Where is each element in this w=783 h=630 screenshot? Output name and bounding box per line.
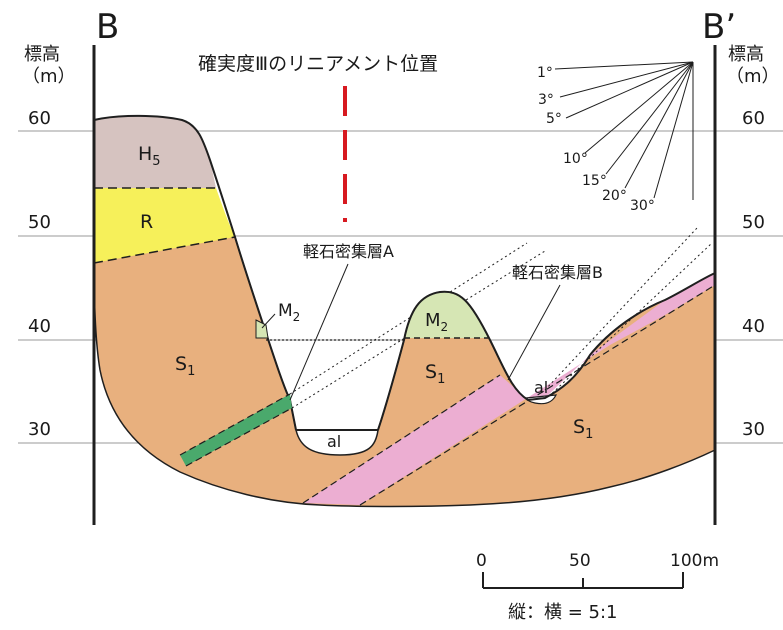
tick-right-40: 40: [742, 316, 765, 337]
pumice-layer-b-bottom: [359, 284, 716, 506]
label-s1-right-sub: 1: [585, 427, 593, 442]
unit-r-fill: [94, 188, 235, 263]
dip-line-20: [624, 61, 694, 189]
left-axis-title-line1: 標高: [24, 44, 60, 65]
dip-label-1: 1°: [537, 65, 553, 81]
scale-ratio: 縦：横 = 5:1: [508, 602, 618, 623]
boundary-r-s1: [93, 236, 236, 264]
scale-bar: [482, 572, 684, 589]
unit-m2-left-fill: [255, 319, 269, 339]
dip-label-30: 30°: [630, 198, 655, 214]
label-s1-right: S1: [573, 416, 593, 442]
lineament-title: 確実度Ⅲのリニアメント位置: [198, 53, 438, 75]
pumice-layer-b-top: [302, 374, 501, 504]
dip-line-30: [653, 61, 694, 199]
dip-line-15: [605, 61, 694, 175]
label-m2-hill-sub: 2: [441, 320, 449, 334]
callout-layer-a: 軽石密集層A: [303, 242, 394, 261]
dip-label-5: 5°: [546, 111, 562, 127]
tick-left-60: 60: [28, 108, 51, 129]
left-hill-outline: [93, 114, 297, 431]
label-s1-left-sub: 1: [187, 364, 195, 379]
dip-label-3: 3°: [538, 92, 554, 108]
dip-line-3: [559, 61, 694, 98]
label-s1-left: S1: [175, 353, 195, 379]
right-terrain-outline: [377, 272, 716, 431]
dip-line-1: [554, 61, 694, 70]
label-s1-right-base: S: [573, 416, 585, 438]
label-r: R: [140, 211, 153, 233]
scale-label-50: 50: [569, 551, 591, 571]
label-al-right: al: [534, 378, 548, 397]
label-m2-hill-base: M: [425, 310, 441, 331]
projection-a-upper: [289, 242, 528, 395]
tick-right-60: 60: [742, 108, 765, 129]
scale-label-100m: 100m: [670, 551, 719, 571]
dip-line-10: [584, 61, 694, 154]
label-s1-middle-sub: 1: [437, 372, 445, 387]
label-m2-hill: M2: [425, 310, 448, 334]
tick-left-30: 30: [28, 419, 51, 440]
projection-b-upper: [544, 227, 698, 391]
tick-right-50: 50: [742, 212, 765, 233]
dip-label-15: 15°: [582, 173, 607, 189]
label-al-valley: al: [327, 432, 341, 451]
unit-al-valley-fill: [295, 429, 379, 456]
label-s1-left-base: S: [175, 353, 187, 375]
left-axis-title-line2: （m）: [22, 66, 76, 87]
label-h5: H5: [138, 143, 161, 169]
callout-layer-b-leader: [507, 284, 561, 381]
section-label-left: B: [96, 7, 119, 47]
pumice-layer-a: [180, 394, 292, 466]
label-m2-left-base: M: [278, 301, 293, 321]
pumice-projections: [289, 227, 713, 409]
tick-left-50: 50: [28, 212, 51, 233]
label-s1-middle-base: S: [425, 361, 437, 383]
right-axis-title-line1: 標高: [728, 44, 764, 65]
callout-layer-a-leader: [289, 263, 349, 401]
callout-layer-b: 軽石密集層B: [512, 263, 603, 282]
dip-angle-scale: [554, 61, 694, 200]
m2-left-leader: [261, 313, 276, 329]
label-h5-sub: 5: [152, 154, 160, 169]
label-m2-left: M2: [278, 301, 300, 324]
pumice-layer-b: [303, 273, 715, 505]
section-label-right: B’: [702, 7, 736, 47]
pumice-layer-a-bottom: [185, 407, 293, 467]
tick-left-40: 40: [28, 316, 51, 337]
label-s1-middle: S1: [425, 361, 445, 387]
dip-line-5: [565, 61, 694, 119]
projection-b-lower: [544, 242, 713, 401]
tick-right-30: 30: [742, 419, 765, 440]
pumice-layer-a-top: [179, 393, 291, 456]
right-axis-title-line2: （m）: [726, 66, 780, 87]
scale-label-0: 0: [476, 551, 487, 571]
dip-label-10: 10°: [563, 151, 588, 167]
label-h5-base: H: [138, 143, 152, 165]
unit-h5-fill: [94, 115, 216, 188]
dip-label-20: 20°: [602, 188, 627, 204]
label-m2-left-sub: 2: [293, 310, 301, 324]
